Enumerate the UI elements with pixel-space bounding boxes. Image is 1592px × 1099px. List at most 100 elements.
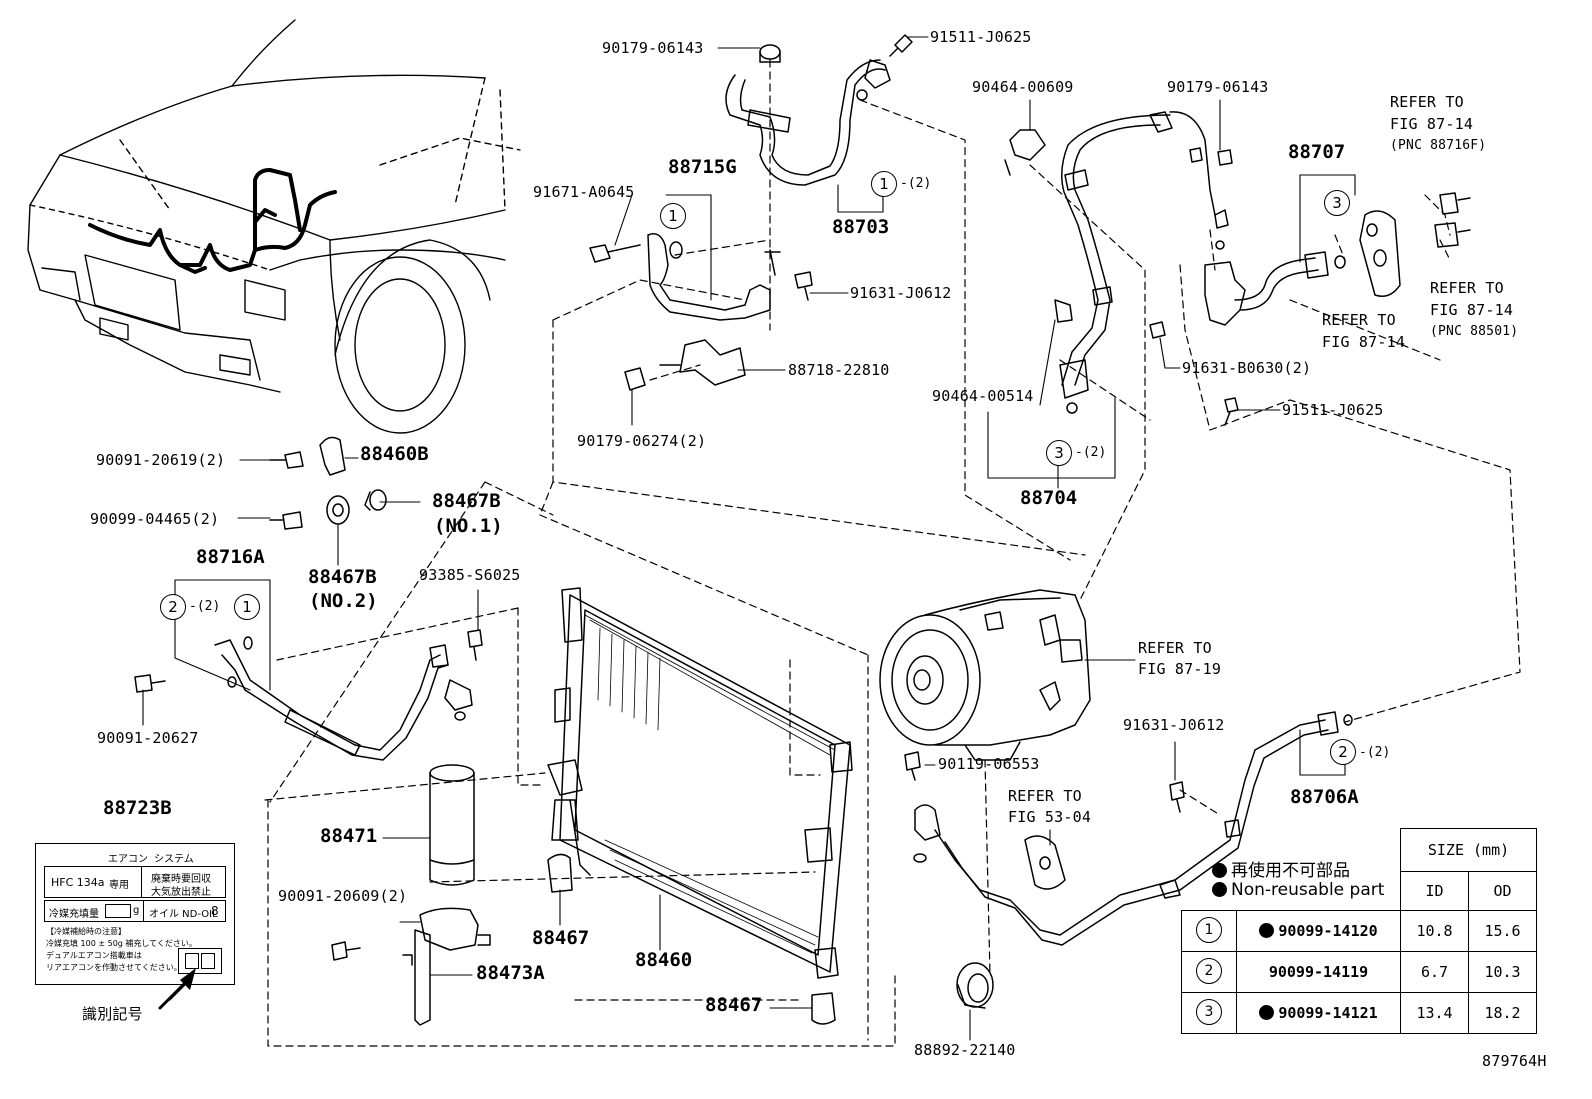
part-label: 90091-20609(2) [278,887,408,905]
reference-label: REFER TO [1390,93,1464,111]
part-label: 88473A [476,962,545,984]
size-row-part-number: 90099-14120 [1236,910,1401,952]
size-row-mark: 2 [1181,951,1237,993]
seal-callout: 2 [1330,739,1356,765]
seal-callout: 2 [1196,958,1222,984]
non-reusable-dot-icon [1212,882,1227,897]
reference-label: (PNC 88716F) [1390,138,1487,153]
hose-88704 [1004,111,1233,414]
non-reusable-dot-icon [1259,1005,1275,1020]
reference-label: REFER TO [1138,639,1212,657]
part-label: 88707 [1288,141,1346,163]
seal-callout: 3 [1046,440,1072,466]
ac-caution-label: エアコン システム HFC 134a 専用 廃棄時要回収 大気放出禁止 冷媒充填… [35,843,235,985]
figure-number: 879764H [1482,1052,1547,1070]
seal-quantity: -(2) [900,176,932,191]
part-label: 91631-J0612 [1123,716,1225,734]
size-row-id: 6.7 [1400,951,1469,993]
size-row-od: 15.6 [1468,910,1537,952]
reference-label: FIG 87-14 [1390,115,1474,133]
part-label: 88704 [1020,487,1078,509]
size-row-part-number: 90099-14119 [1236,951,1401,993]
sticker-note-title: 【冷媒補給時の注意】 [46,927,126,936]
part-label: 91511-J0625 [1282,401,1384,419]
size-row-part-number: 90099-14121 [1236,992,1401,1034]
part-number-text: 90099-14121 [1278,1004,1378,1022]
part-label: (NO.1) [434,515,503,537]
reference-label: FIG 87-14 [1322,333,1406,351]
reference-label: REFER TO [1008,787,1082,805]
condenser [547,587,853,1025]
seal-quantity: -(2) [1359,745,1391,760]
seal-callout: 3 [1324,190,1350,216]
small-parts-left [269,436,387,530]
part-label: 90179-06274(2) [577,432,707,450]
part-label: 88467B [432,490,501,512]
sticker-warning-1: 廃棄時要回収 [151,874,211,885]
part-number-text: 90099-14120 [1278,922,1378,940]
part-label: 88718-22810 [788,361,890,379]
size-row-od: 18.2 [1468,992,1537,1034]
part-label: 88716A [196,546,265,568]
seal-callout: 1 [660,203,686,229]
non-reusable-dot-icon [1259,923,1275,938]
part-label: 91631-J0612 [850,284,952,302]
sticker-note: 冷媒充填 100 ± 50g 補充してください。 [46,939,197,948]
sticker-oil-number: 8 [211,904,219,918]
part-number-text: 90099-14119 [1268,963,1369,981]
reference-label: FIG 87-19 [1138,660,1222,678]
receiver-dryer [331,764,491,1026]
vehicle-illustration [27,19,521,434]
size-row-mark: 1 [1181,910,1237,952]
reference-label: FIG 87-14 [1430,301,1514,319]
hose-88703 [725,34,913,186]
part-label: 90464-00514 [932,387,1034,405]
part-label: 91671-A0645 [533,183,635,201]
part-label: 90179-06143 [602,39,704,57]
legend-non-reusable-jp: 再使用不可部品 [1212,856,1350,881]
part-label: 90091-20619(2) [96,451,226,469]
part-label: 88723B [103,797,172,819]
pipe-88707 [1149,192,1471,426]
part-label: 90091-20627 [97,729,199,747]
sticker-charge-unit: g [133,905,140,916]
seal-callout: 2 [160,594,186,620]
part-label: (NO.2) [309,590,378,612]
part-label: 88467 [705,994,763,1016]
size-row-id: 13.4 [1400,992,1469,1034]
size-header: SIZE (mm) [1400,828,1537,872]
compressor [879,589,1091,761]
non-reusable-dot-icon [1212,863,1227,878]
part-label: 88715G [668,156,737,178]
legend-non-reusable-en: Non-reusable part [1212,880,1384,900]
sticker-charge: 冷媒充填量 [49,909,99,920]
sticker-refrigerant: HFC 134a [51,876,105,889]
size-row-id: 10.8 [1400,910,1469,952]
identification-mark-box [178,948,222,974]
part-label: 88467B [308,566,377,588]
seal-callout: 1 [234,594,260,620]
size-row-od: 10.3 [1468,951,1537,993]
sticker-title: エアコン システム [108,854,194,865]
part-label: 88467 [532,927,590,949]
part-label: 93385-S6025 [419,566,521,584]
part-label: 88460B [360,443,429,465]
sticker-oil: オイル ND-OIL [149,909,218,920]
part-label: 90099-04465(2) [90,510,220,528]
seal-quantity: -(2) [189,599,221,614]
reference-label: (PNC 88501) [1430,324,1519,339]
identification-mark-label: 識別記号 [82,1005,143,1023]
seal-callout: 3 [1196,999,1222,1025]
bracket-88715G [589,233,813,391]
assembly-boundaries [264,59,1521,1047]
reference-label: REFER TO [1322,311,1396,329]
seal-callout: 1 [1196,917,1222,943]
pipe-88706A [904,711,1353,1009]
part-label: 88892-22140 [914,1041,1016,1059]
seal-callout: 1 [871,171,897,197]
part-label: 88460 [635,949,693,971]
size-col-id: ID [1400,871,1469,911]
sticker-row: 冷媒充填量 g オイル ND-OIL 8 [44,900,226,922]
